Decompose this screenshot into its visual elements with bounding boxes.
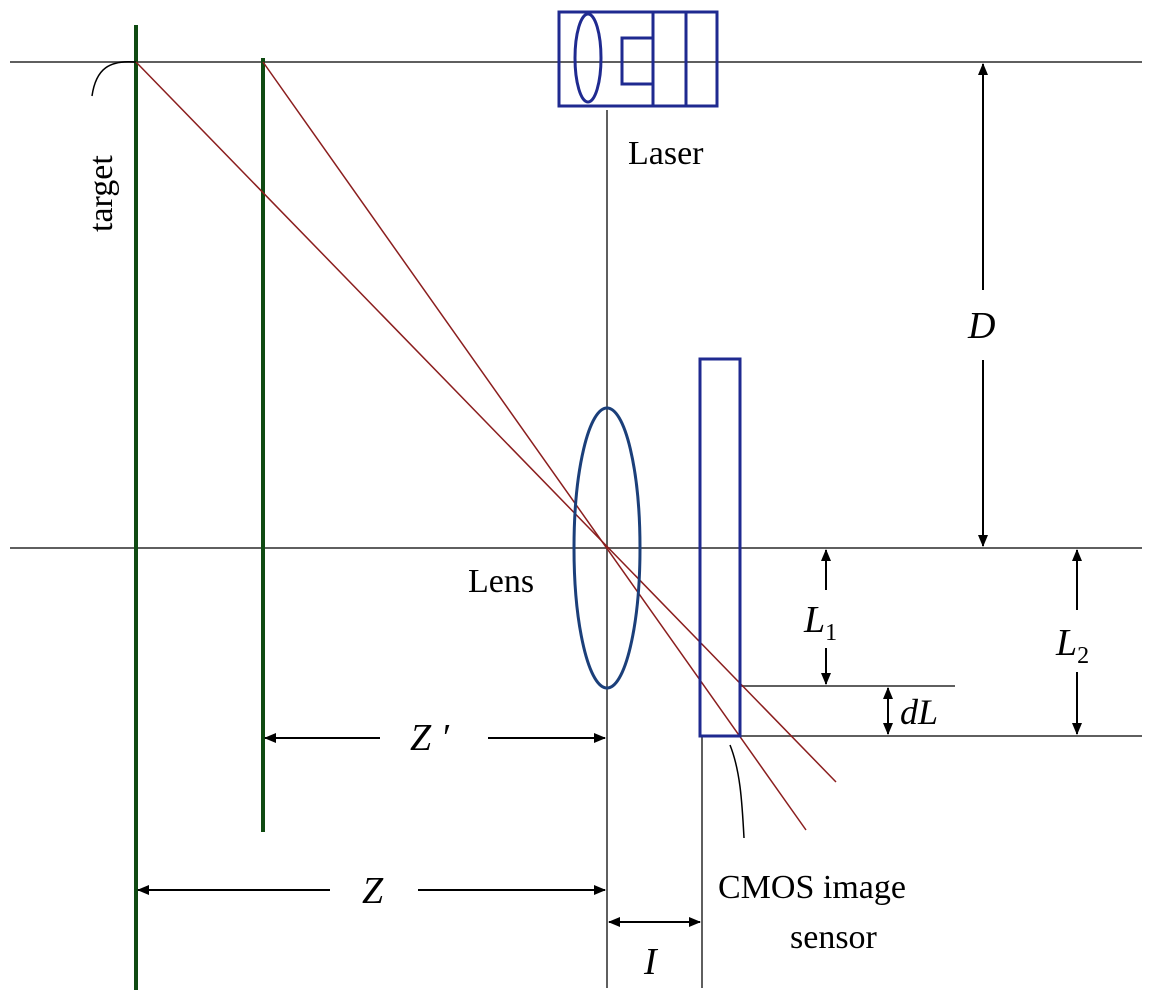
laser-module bbox=[557, 10, 719, 108]
cmos-sensor-shape bbox=[698, 357, 742, 738]
i-label: I bbox=[643, 941, 659, 983]
ray-far-target bbox=[135, 61, 837, 783]
lens-shape bbox=[572, 406, 642, 690]
target-label: target bbox=[83, 155, 120, 232]
target-leader-line bbox=[91, 60, 137, 97]
z-label: Z bbox=[362, 870, 384, 912]
sensor-leader-line bbox=[729, 744, 745, 839]
l1-label: L1 bbox=[803, 599, 837, 646]
sensor-label-line1: CMOS image bbox=[718, 869, 906, 906]
dl-label: dL bbox=[900, 692, 938, 732]
lens-label: Lens bbox=[468, 563, 534, 600]
zprime-label: Z ′ bbox=[410, 717, 450, 759]
sensor-label-line2: sensor bbox=[790, 919, 878, 956]
d-label: D bbox=[967, 305, 995, 347]
laser-label: Laser bbox=[628, 135, 704, 172]
ray-near-target bbox=[262, 61, 807, 831]
l2-label: L2 bbox=[1055, 622, 1089, 669]
